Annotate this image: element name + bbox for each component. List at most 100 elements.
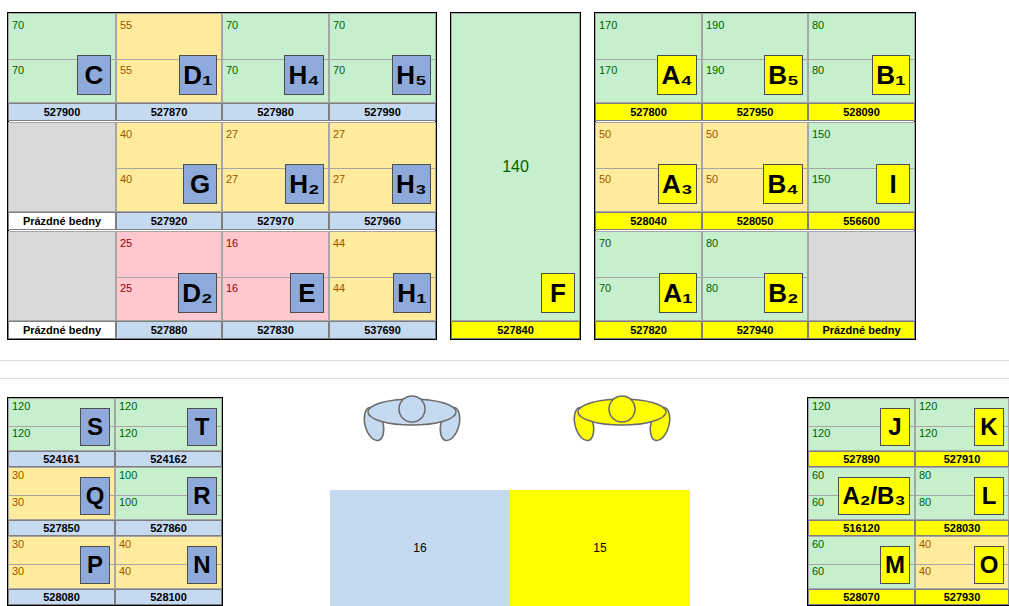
capacity-number: 70 [12,64,24,76]
location-code: 528090 [843,106,880,118]
capacity-number: 190 [706,19,724,31]
rack-letter: G [190,171,210,197]
rack-cell: 5050B₄ [702,122,808,212]
capacity-number: 50 [706,173,718,185]
location-code: Prázdné bedny [822,324,900,336]
table-number: 16 [413,541,426,555]
rack-letter-box: H₂ [285,164,324,204]
location-code: 527880 [151,324,188,336]
rack-cell: 4040O [915,536,1009,589]
capacity-number: 80 [919,496,931,508]
capacity-number: 150 [812,173,830,185]
capacity-number: 27 [226,128,238,140]
location-code-bar: 516120 [808,520,915,536]
rack-cell: 2727H₂ [222,122,329,212]
rack-letter-box: I [876,164,910,204]
rack-cell: 7070A₁ [595,231,702,321]
location-code: 527890 [843,453,880,465]
rack-letter-box: P [80,546,110,584]
rack-letter-box: B₄ [763,164,803,204]
rack-cell: 120120K [915,398,1009,451]
capacity-number: 70 [12,19,24,31]
empty-cell [8,122,116,212]
capacity-number: 70 [599,282,611,294]
location-code: 516120 [843,522,880,534]
location-code-bar: 527930 [915,589,1009,605]
capacity-number: 50 [599,173,611,185]
capacity-number: 80 [706,282,718,294]
rack-cell: 6060A₂/B₃ [808,467,915,520]
capacity-number: 170 [599,19,617,31]
rack-cell: 6060M [808,536,915,589]
rack-letter: P [87,553,103,577]
rack-letter: A₄ [661,62,692,88]
location-code: 528050 [737,215,774,227]
rack-letter: R [193,484,210,508]
rack-letter: H₁ [397,280,427,306]
capacity-number: 55 [120,19,132,31]
work-table: 15 [510,490,690,606]
location-code-bar: 524161 [8,451,115,467]
capacity-number: 70 [333,19,345,31]
location-code: 527920 [151,215,188,227]
rack-cell: 100100R [115,467,222,520]
rack-cell: 3030Q [8,467,115,520]
capacity-number: 16 [226,237,238,249]
location-code-bar: Prázdné bedny [808,321,915,339]
rack-letter-box: B₅ [764,55,803,95]
empty-cell [8,231,116,321]
empty-cell [808,231,915,321]
rack-letter: H₃ [396,171,427,197]
rack-letter-box: T [187,408,217,446]
location-code: 524161 [43,453,80,465]
capacity-number: 120 [812,427,830,439]
rack-letter-box: K [974,408,1004,446]
location-code-bar: 527870 [116,103,222,121]
rack-cell: 120120J [808,398,915,451]
rack-letter-box: H₁ [393,273,431,313]
location-code: Prázdné bedny [23,324,101,336]
rack-frame [451,13,580,339]
rack-letter-box: C [77,55,111,95]
location-code-bar: 527950 [702,103,808,121]
capacity-number: 70 [333,64,345,76]
rack-cell: 170170A₄ [595,13,702,103]
rack-letter-box: H₅ [392,55,431,95]
location-code: 527980 [257,106,294,118]
location-code-bar: 524162 [115,451,222,467]
location-code: 527830 [257,324,294,336]
capacity-number: 70 [226,64,238,76]
rack-letter-box: B₁ [872,55,910,95]
location-code-bar: 527970 [222,212,329,230]
location-code-bar: 528050 [702,212,808,230]
location-code: 556600 [843,215,880,227]
capacity-number: 60 [812,496,824,508]
location-code-bar: 527980 [222,103,329,121]
rack-letter: E [298,280,315,306]
location-code-bar: 527830 [222,321,329,339]
capacity-number: 40 [919,565,931,577]
rack-letter-box: D₂ [178,273,217,313]
location-code: 527940 [737,324,774,336]
location-code-bar: 527960 [329,212,436,230]
rack-cell: 3030P [8,536,115,589]
location-code-bar: 527890 [808,451,915,467]
capacity-number: 16 [226,282,238,294]
rack-letter: H₂ [289,171,319,197]
capacity-number: 25 [120,237,132,249]
location-code: 527900 [44,106,81,118]
rack-letter-box: F [541,273,575,313]
location-code-bar: 528030 [915,520,1009,536]
location-code-bar: 537690 [329,321,436,339]
rack-cell: 2727H₃ [329,122,436,212]
rack-letter: B₄ [767,171,798,197]
capacity-number: 120 [919,427,937,439]
capacity-number: 80 [812,19,824,31]
rack-letter: K [980,415,997,439]
capacity-number: 190 [706,64,724,76]
worker-icon [571,396,673,443]
capacity-number: 27 [226,173,238,185]
location-code: 537690 [364,324,401,336]
rack-cell: 140F [451,13,580,321]
